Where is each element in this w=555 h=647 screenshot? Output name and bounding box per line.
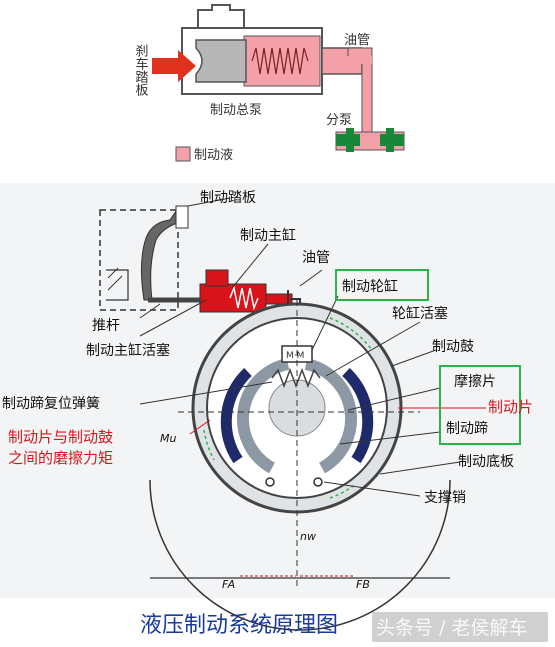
top-schematic: 刹车踏板 制动总泵 油管 分泵 制动液 [133, 4, 405, 163]
brake-shoe-right [304, 358, 357, 474]
master-cylinder-label: 制动总泵 [210, 103, 262, 118]
svg-text:M·M: M·M [286, 351, 304, 361]
label-wheel-piston: 轮缸活塞 [392, 305, 448, 322]
label-brake-shoe: 制动蹄 [446, 420, 488, 437]
support-pin-left [265, 477, 275, 487]
pedal-box [99, 209, 179, 311]
drum-hub [268, 379, 326, 437]
legend-fluid-label: 制动液 [194, 148, 233, 163]
friction-pad-right [342, 367, 374, 464]
label-return-spring: 制动蹄复位弹簧 [2, 395, 100, 412]
label-master-cylinder: 制动主缸 [240, 227, 296, 244]
wheel-piston-right [380, 128, 404, 152]
label-support-pin: 支撑销 [424, 490, 466, 506]
label-master-piston: 制动主缸活塞 [86, 342, 170, 359]
wheel-piston-left [336, 128, 360, 152]
label-oil-pipe: 油管 [302, 250, 330, 266]
label-friction-pad: 摩擦片 [454, 373, 496, 390]
symbol-fb: FB [356, 578, 370, 591]
pedal-force-arrow [152, 50, 196, 82]
master-cylinder [199, 283, 267, 313]
legend-fluid-swatch [175, 146, 191, 162]
friction-pad-highlight [439, 365, 521, 445]
master-spring [251, 47, 309, 75]
label-friction-torque-2: 之间的磨擦力矩 [8, 449, 113, 467]
master-piston-shape [195, 39, 247, 83]
support-pin-right [313, 477, 323, 487]
label-brake-pedal: 制动踏板 [200, 190, 256, 206]
drum-panel: M·M [0, 183, 555, 647]
label-brake-pad-red: 制动片 [488, 398, 533, 416]
watermark: 头条号 / 老侯解车 [376, 617, 527, 639]
wheel-cylinder-highlight [335, 269, 429, 301]
friction-pad-left [220, 367, 252, 464]
pedal-label-line: 刹车踏板 [133, 44, 149, 97]
pipe-label: 油管 [344, 33, 370, 48]
symbol-mu: Mu [160, 432, 176, 445]
slave-cylinder-label: 分泵 [326, 113, 352, 128]
return-spring [271, 367, 321, 389]
label-friction-torque-1: 制动片与制动鼓 [8, 428, 113, 446]
diagram-caption: 液压制动系统原理图 [140, 613, 338, 638]
symbol-nw: nw [300, 530, 316, 543]
label-backing-plate: 制动底板 [458, 454, 514, 470]
label-push-rod: 推杆 [92, 318, 120, 334]
symbol-fa: FA [222, 578, 235, 591]
label-wheel-cylinder: 制动轮缸 [342, 278, 398, 295]
brake-shoe-left [237, 358, 290, 474]
label-brake-drum: 制动鼓 [432, 339, 474, 355]
